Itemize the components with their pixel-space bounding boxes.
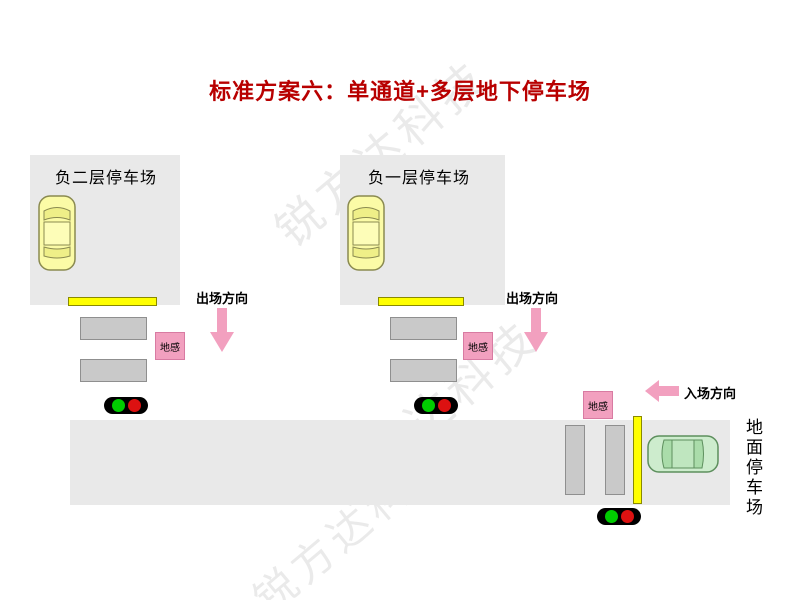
down-arrow-icon (210, 308, 234, 352)
b2-traffic-light (104, 397, 148, 414)
red-light-icon (620, 510, 634, 523)
b1-parking-area: 负一层停车场 (340, 155, 505, 305)
b1-reader-island (390, 359, 457, 382)
page-title: 标准方案六：单通道+多层地下停车场 (209, 79, 591, 104)
exit-direction-label: 出场方向 (506, 291, 559, 306)
entry-barrier-gate (633, 416, 642, 504)
b1-parking-label: 负一层停车场 (368, 170, 471, 187)
b2-reader-island (80, 359, 147, 382)
green-light-icon (604, 510, 618, 523)
b2-parking-area: 负二层停车场 (30, 155, 180, 305)
b2-ground-sensor: 地感 (155, 332, 185, 360)
down-arrow-icon (524, 308, 548, 352)
red-light-icon (437, 399, 451, 412)
entry-traffic-light (597, 508, 641, 525)
car-top-view-icon (347, 195, 385, 271)
b1-traffic-light (414, 397, 458, 414)
red-light-icon (127, 399, 141, 412)
car-top-view-icon (38, 195, 76, 271)
ground-sensor-label: 地感 (588, 401, 608, 413)
green-light-icon (421, 399, 435, 412)
b1-barrier-gate (378, 297, 464, 306)
entry-reader-island (605, 425, 625, 495)
b2-barrier-gate (68, 297, 157, 306)
ground-sensor-label: 地感 (160, 342, 180, 354)
b1-ground-sensor: 地感 (463, 332, 493, 360)
entry-ground-sensor: 地感 (583, 391, 613, 419)
ground-sensor-label: 地感 (468, 342, 488, 354)
b2-reader-island (80, 317, 147, 340)
entry-reader-island (565, 425, 585, 495)
exit-direction-label: 出场方向 (196, 291, 249, 306)
driving-corridor (70, 420, 730, 505)
ground-parking-label: 地面停车场 (743, 418, 762, 518)
entry-direction-label: 入场方向 (684, 386, 737, 401)
car-entering-icon (647, 435, 719, 473)
b1-reader-island (390, 317, 457, 340)
green-light-icon (111, 399, 125, 412)
b2-parking-label: 负二层停车场 (55, 170, 158, 187)
left-arrow-icon (645, 380, 679, 402)
